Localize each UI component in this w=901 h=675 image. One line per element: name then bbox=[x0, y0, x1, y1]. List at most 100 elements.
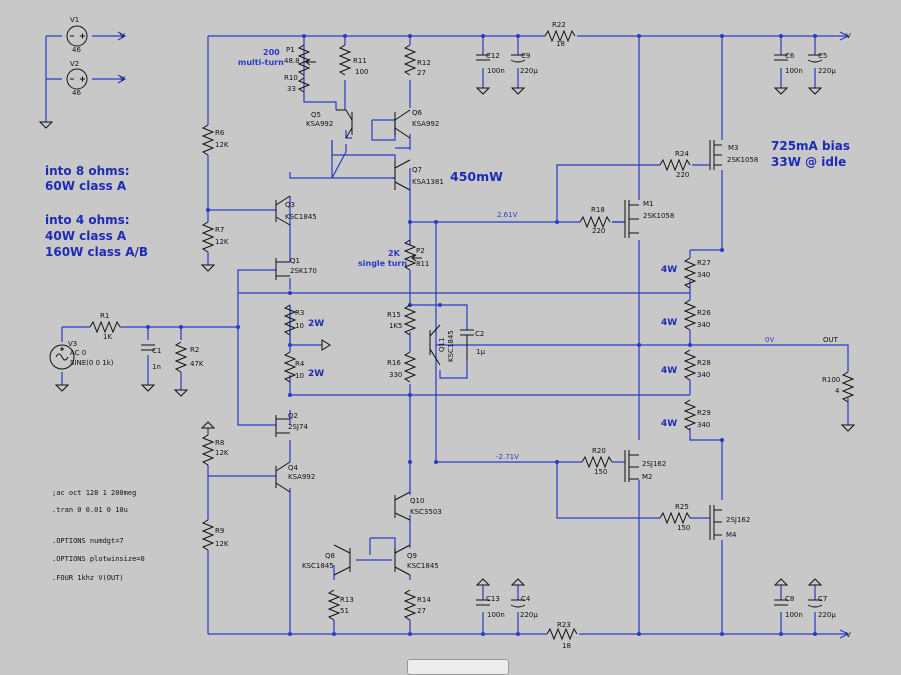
r24-value: 220 bbox=[676, 171, 689, 179]
r7-value: 12K bbox=[215, 238, 229, 246]
v2-label: V2 bbox=[70, 60, 79, 68]
c4-value: 220µ bbox=[520, 611, 538, 619]
window-tab-handle[interactable] bbox=[407, 659, 509, 675]
c8-id: C8 bbox=[785, 595, 794, 603]
r23-id: R23 bbox=[557, 621, 571, 629]
c9-value: 220µ bbox=[520, 67, 538, 75]
spice-directives[interactable]: ;ac oct 128 1 200meg .tran 0 0.01 0 10u … bbox=[52, 489, 145, 582]
r14-value: 27 bbox=[417, 607, 426, 615]
r20-value: 150 bbox=[594, 468, 607, 476]
v1-arrow-label: V bbox=[120, 32, 125, 40]
r20-id: R20 bbox=[592, 447, 606, 455]
c2-value: 1µ bbox=[476, 348, 485, 356]
note-into4-title: into 4 ohms: bbox=[45, 213, 130, 227]
r4-value: 10 bbox=[295, 372, 304, 380]
p2-top-note: 2K bbox=[388, 249, 401, 258]
r6-value: 12K bbox=[215, 141, 229, 149]
c12-value: 100n bbox=[487, 67, 505, 75]
r100-value: 4 bbox=[835, 387, 840, 395]
q7-id: Q7 bbox=[412, 166, 422, 174]
directive-four: .FOUR 1khz V(OUT) bbox=[52, 574, 124, 582]
r18-id: R18 bbox=[591, 206, 605, 214]
r22-value: 18 bbox=[556, 40, 565, 48]
r26-dissipation: 4W bbox=[661, 318, 677, 328]
r13-id: R13 bbox=[340, 596, 354, 604]
net-zero: 0V bbox=[765, 336, 774, 344]
r26-value: 340 bbox=[697, 321, 710, 329]
r7-id: R7 bbox=[215, 226, 224, 234]
q5-part: KSA992 bbox=[306, 120, 333, 128]
r15-id: R15 bbox=[387, 311, 401, 319]
r14-id: R14 bbox=[417, 596, 431, 604]
r1-id: R1 bbox=[100, 312, 109, 320]
p1-id: P1 bbox=[286, 46, 295, 54]
r24-id: R24 bbox=[675, 150, 689, 158]
directive-ac: ;ac oct 128 1 200meg bbox=[52, 489, 136, 497]
wires bbox=[45, 31, 850, 639]
q9-part: KSC1845 bbox=[407, 562, 439, 570]
r4-id: R4 bbox=[295, 360, 305, 368]
v3-line2: SINE(0 0 1k) bbox=[70, 359, 114, 367]
note-into8-line1: 60W class A bbox=[45, 179, 127, 193]
q7-dissipation: 450mW bbox=[450, 169, 503, 184]
r3-value: 10 bbox=[295, 322, 304, 330]
r11-value: 100 bbox=[355, 68, 368, 76]
c7-value: 220µ bbox=[818, 611, 836, 619]
p2-sub-note: single turn bbox=[358, 259, 407, 268]
c7-id: C7 bbox=[818, 595, 827, 603]
r23-value: 18 bbox=[562, 642, 571, 650]
r27-value: 340 bbox=[697, 271, 710, 279]
c8-value: 100n bbox=[785, 611, 803, 619]
r28-value: 340 bbox=[697, 371, 710, 379]
m3-part: 2SK1058 bbox=[727, 156, 758, 164]
net-out: OUT bbox=[823, 336, 839, 344]
r3-dissipation: 2W bbox=[308, 319, 324, 329]
r2-id: R2 bbox=[190, 346, 199, 354]
net-vneg-mid: -2.71V bbox=[496, 453, 519, 461]
junctions bbox=[146, 34, 817, 636]
v1-value: 46 bbox=[72, 46, 81, 54]
q11-id: Q11 bbox=[438, 338, 446, 352]
r25-id: R25 bbox=[675, 503, 689, 511]
r28-id: R28 bbox=[697, 359, 711, 367]
r22-id: R22 bbox=[552, 21, 566, 29]
q10-part: KSC3503 bbox=[410, 508, 442, 516]
r10-value: 33 bbox=[287, 85, 296, 93]
ground-symbols bbox=[38, 87, 856, 586]
r25-value: 150 bbox=[677, 524, 690, 532]
q6-id: Q6 bbox=[412, 109, 423, 117]
r29-value: 340 bbox=[697, 421, 710, 429]
c6-id: C6 bbox=[785, 52, 795, 60]
r10-id: R10 bbox=[284, 74, 298, 82]
note-idle: 33W @ idle bbox=[771, 155, 846, 169]
v2-arrow-label: V bbox=[120, 75, 125, 83]
q10-id: Q10 bbox=[410, 497, 424, 505]
rail-neg-label: V bbox=[846, 631, 851, 639]
c12-id: C12 bbox=[486, 52, 500, 60]
r27-id: R27 bbox=[697, 259, 711, 267]
directive-tran: .tran 0 0.01 0 10u bbox=[52, 506, 128, 514]
q6-part: KSA992 bbox=[412, 120, 439, 128]
note-into4-line2: 160W class A/B bbox=[45, 245, 148, 259]
c13-id: C13 bbox=[486, 595, 500, 603]
r16-value: 330 bbox=[389, 371, 402, 379]
v3-label: V3 bbox=[68, 340, 77, 348]
voltage-sources bbox=[49, 25, 88, 370]
power-annotations: 450mW 2W 2W 4W 4W 4W 4W bbox=[308, 169, 677, 429]
v1-label: V1 bbox=[70, 16, 79, 24]
r8-value: 12K bbox=[215, 449, 229, 457]
rail-pos-label: V bbox=[846, 32, 851, 40]
r9-id: R9 bbox=[215, 527, 224, 535]
r2-value: 47K bbox=[190, 360, 204, 368]
p1-top-note: 200 bbox=[263, 48, 280, 57]
transistor-symbols bbox=[275, 109, 722, 576]
r12-id: R12 bbox=[417, 59, 431, 67]
r29-dissipation: 4W bbox=[661, 419, 677, 429]
design-notes: into 8 ohms: 60W class A into 4 ohms: 40… bbox=[45, 139, 850, 259]
q9-id: Q9 bbox=[407, 552, 417, 560]
r8-id: R8 bbox=[215, 439, 224, 447]
note-bias: 725mA bias bbox=[771, 139, 850, 153]
directive-plotwinsize: .OPTIONS plotwinsize=0 bbox=[52, 555, 145, 563]
c5-id: C5 bbox=[818, 52, 827, 60]
